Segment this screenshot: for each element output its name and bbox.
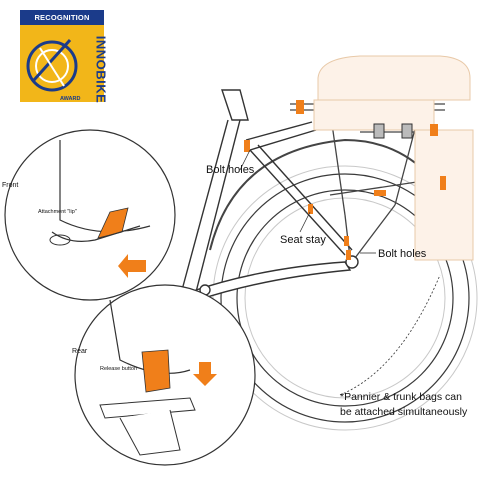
leader-lines — [239, 149, 441, 396]
badge-small-text: AWARD — [60, 96, 81, 102]
front-callout — [4, 129, 176, 301]
rack-fixings — [296, 100, 446, 196]
release-button-label: Release button — [100, 366, 137, 372]
bolt-hole-markers — [244, 140, 351, 260]
bolt-holes-label-lower: Bolt holes — [378, 248, 427, 260]
rear-callout — [74, 284, 256, 466]
attachment-lip-label: Attachment "lip" — [38, 209, 77, 215]
rear-wheel — [212, 165, 478, 431]
bolt-holes-label-upper: Bolt holes — [206, 164, 255, 176]
trunk-bag — [313, 55, 471, 131]
award-badge — [20, 10, 104, 102]
pannier-bag — [414, 129, 474, 261]
front-title: Front — [2, 182, 19, 189]
note-line-2: be attached simultaneously — [340, 406, 468, 418]
badge-top-text: RECOGNITION — [34, 13, 90, 22]
bike-frame — [181, 89, 359, 301]
seat-stay-label: Seat stay — [280, 234, 326, 246]
note-line-1: *Pannier & trunk bags can — [340, 391, 462, 403]
rear-title: Rear — [72, 348, 88, 355]
badge-side-text: INNOBIKE — [93, 35, 109, 104]
